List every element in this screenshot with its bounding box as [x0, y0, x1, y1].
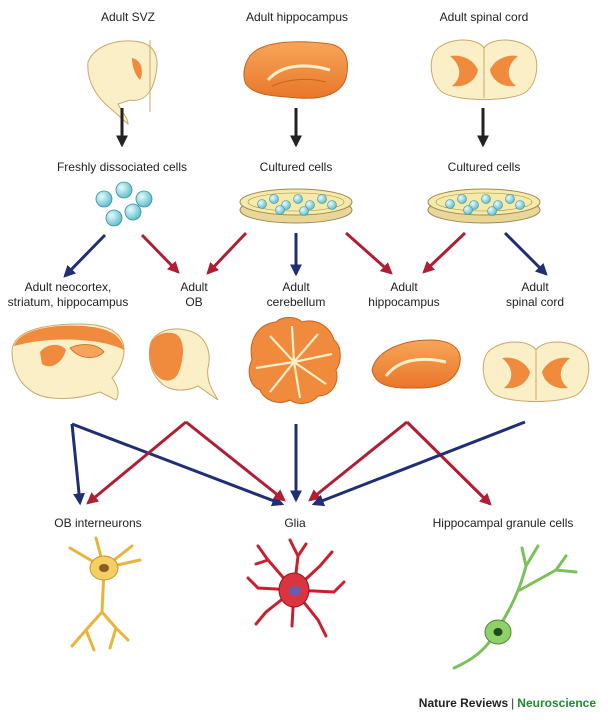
label-host-hippocampus-line2: hippocampus [368, 295, 440, 309]
label-host-cerebellum-line1: Adult [282, 280, 310, 294]
arrow-hippocampus-to-glia [308, 420, 408, 502]
label-host-neocortex-line1: Adult neocortex, [24, 280, 112, 294]
label-adult-hippocampus-source: Adult hippocampus [245, 10, 349, 24]
label-host-ob-line2: OB [185, 295, 203, 309]
arrow-hippocampus-to-granule [405, 420, 492, 506]
label-glia: Glia [284, 516, 306, 530]
label-adult-svz: Adult SVZ [100, 10, 156, 24]
label-host-ob: Adult OB [180, 280, 207, 310]
arrow-spinal-to-spinal [503, 231, 548, 276]
label-cultured-cells-right: Cultured cells [447, 160, 521, 174]
host-cerebellum-icon [248, 317, 341, 404]
host-spinal-cord-icon [482, 341, 590, 402]
host-neocortex-brain-icon [11, 323, 125, 401]
label-ob-interneurons: OB interneurons [54, 516, 142, 530]
dissociated-cells-icon [95, 181, 153, 227]
journal-credit: Nature Reviews|Neuroscience [419, 696, 596, 710]
label-hippocampal-granule-cells: Hippocampal granule cells [432, 516, 574, 530]
arrow-ob-to-ob-interneurons [86, 420, 187, 505]
culture-dish-right-icon [427, 188, 541, 224]
credit-separator: | [511, 696, 515, 710]
arrow-neocortex-to-ob-interneurons [70, 423, 86, 506]
label-host-neocortex-line2: striatum, hippocampus [7, 295, 129, 309]
label-host-hippocampus: Adult hippocampus [368, 280, 439, 310]
label-host-hippocampus-line1: Adult [390, 280, 418, 294]
label-freshly-dissociated-cells: Freshly dissociated cells [56, 160, 188, 174]
hippocampus-tissue-icon [243, 41, 348, 99]
granule-cell-icon [452, 544, 578, 670]
arrow-ob-to-glia [185, 420, 286, 502]
arrow-spinal-to-hippocampus [422, 231, 467, 274]
journal-section: Neuroscience [517, 696, 596, 710]
ob-interneuron-cell-icon [68, 536, 142, 652]
label-host-cerebellum: Adult cerebellum [267, 280, 326, 310]
label-host-cerebellum-line2: cerebellum [266, 295, 326, 309]
label-host-spinal-cord-line1: Adult [521, 280, 549, 294]
outcome-arrows [70, 420, 526, 507]
host-ob-brain-icon [148, 328, 219, 401]
label-adult-spinal-cord-source: Adult spinal cord [439, 10, 529, 24]
journal-name: Nature Reviews [418, 696, 509, 710]
label-host-neocortex: Adult neocortex, striatum, hippocampus [8, 280, 129, 310]
glia-cell-icon [246, 538, 346, 638]
spinal-cord-section-icon [430, 39, 538, 100]
label-host-ob-line1: Adult [180, 280, 208, 294]
source-to-prep-arrows [116, 108, 489, 148]
label-host-spinal-cord: Adult spinal cord [506, 280, 564, 310]
arrow-spinal-to-glia [311, 420, 526, 507]
label-cultured-cells-middle: Cultured cells [259, 160, 333, 174]
label-host-spinal-cord-line2: spinal cord [505, 295, 565, 309]
arrow-culture-to-hippocampus [345, 231, 393, 275]
arrow-neocortex-to-glia [71, 422, 285, 507]
host-hippocampus-icon [371, 339, 461, 389]
graft-arrows [63, 231, 548, 278]
arrow-svz-to-ob [140, 233, 180, 274]
svz-brain-section-icon [87, 40, 158, 126]
arrow-svz-to-neocortex [63, 233, 107, 278]
culture-dish-middle-icon [239, 188, 353, 224]
arrow-culture-to-ob [206, 231, 248, 275]
